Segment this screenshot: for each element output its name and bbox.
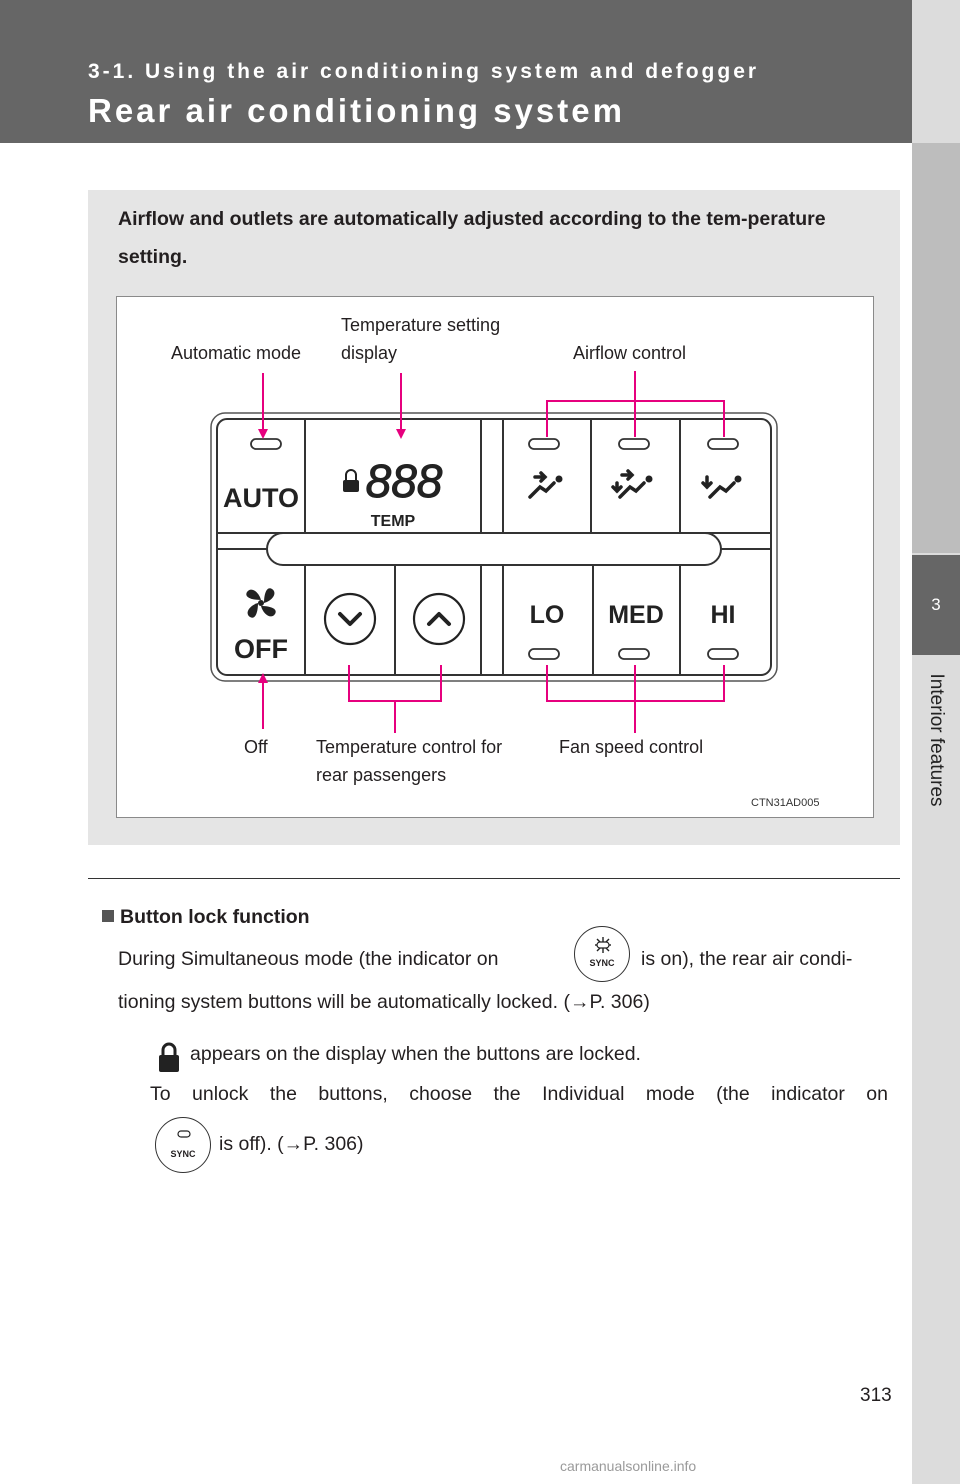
temp-label: TEMP bbox=[371, 513, 416, 530]
temperature-display-label: Temperature setting display bbox=[341, 315, 501, 363]
temp-digits: 888 bbox=[366, 455, 443, 507]
button-lock-text-1a: During Simultaneous mode (the indicator … bbox=[118, 948, 499, 970]
airflow-face-icon bbox=[528, 471, 556, 499]
fan-icon bbox=[246, 588, 276, 618]
lo-button-label: LO bbox=[530, 601, 565, 629]
button-lock-text-3: appears on the display when the buttons … bbox=[190, 1043, 641, 1065]
page-number: 313 bbox=[860, 1385, 892, 1406]
figure-code: CTN31AD005 bbox=[751, 797, 820, 809]
button-lock-text-1b: is on), the rear air condi- bbox=[641, 948, 853, 970]
sync-label: SYNC bbox=[170, 1149, 196, 1159]
lock-icon bbox=[343, 469, 359, 492]
section-divider bbox=[88, 878, 900, 879]
chapter-label: Interior features bbox=[926, 673, 947, 807]
chevron-down-icon bbox=[338, 612, 362, 626]
bullet-square-icon bbox=[102, 910, 114, 922]
airflow-control-label: Airflow control bbox=[573, 343, 687, 363]
sync-indicator-on-icon bbox=[595, 937, 611, 953]
intro-text: Airflow and outlets are automatically ad… bbox=[118, 208, 826, 268]
page-title: Rear air conditioning system bbox=[88, 92, 625, 129]
button-lock-text-2: tioning system buttons will be automatic… bbox=[118, 991, 650, 1013]
off-label: Off bbox=[244, 737, 268, 757]
hi-button-label: HI bbox=[711, 601, 736, 629]
button-lock-text-4: To unlock the buttons, choose the Indivi… bbox=[150, 1083, 888, 1105]
side-tab-top bbox=[912, 143, 960, 553]
lock-icon bbox=[159, 1042, 179, 1072]
auto-button-label: AUTO bbox=[223, 483, 299, 513]
side-tab bbox=[912, 0, 960, 1484]
page-header: 3-1. Using the air conditioning system a… bbox=[0, 0, 960, 143]
temp-up-button bbox=[412, 592, 466, 646]
control-panel-figure: AUTO 888 TEMP OFF LO MED HI Automatic mo… bbox=[116, 296, 874, 818]
button-lock-heading: Button lock function bbox=[102, 906, 310, 929]
sync-button-on-icon: SYNC bbox=[574, 926, 630, 982]
sync-label: SYNC bbox=[589, 958, 615, 968]
temperature-control-label: Temperature control for rear passengers bbox=[316, 737, 503, 785]
chapter-number: 3 bbox=[912, 555, 960, 655]
button-lock-text-5: is off). (→P. 306) bbox=[219, 1133, 364, 1155]
section-heading: 3-1. Using the air conditioning system a… bbox=[88, 60, 760, 83]
watermark: carmanualsonline.info bbox=[560, 1458, 697, 1474]
chevron-up-icon bbox=[427, 612, 451, 626]
airflow-feet-icon bbox=[701, 475, 736, 499]
temp-down-button bbox=[323, 592, 377, 646]
button-lock-heading-text: Button lock function bbox=[120, 906, 310, 928]
callout-lines bbox=[258, 371, 725, 733]
airflow-bilevel-icon bbox=[611, 469, 646, 499]
control-panel-diagram: AUTO 888 TEMP OFF LO MED HI bbox=[210, 371, 778, 733]
center-slot bbox=[266, 532, 722, 566]
fan-speed-control-label: Fan speed control bbox=[559, 737, 704, 757]
automatic-mode-label: Automatic mode bbox=[171, 343, 302, 363]
sync-indicator-off-icon bbox=[177, 1130, 191, 1138]
sync-button-off-icon: SYNC bbox=[155, 1117, 211, 1173]
med-button-label: MED bbox=[608, 601, 664, 629]
off-button-label: OFF bbox=[234, 634, 288, 664]
